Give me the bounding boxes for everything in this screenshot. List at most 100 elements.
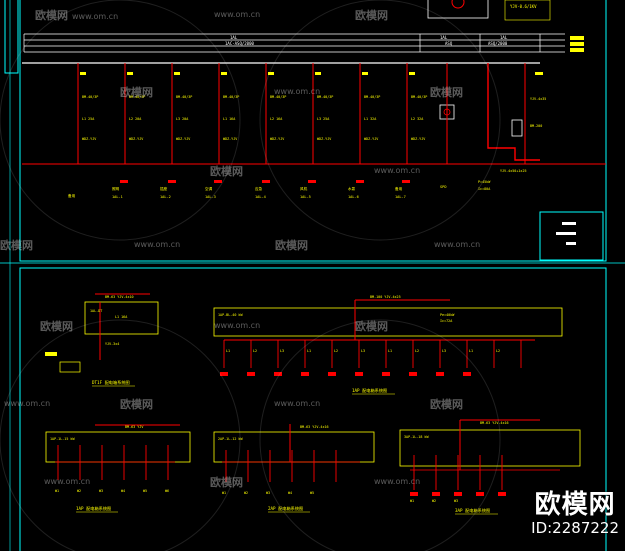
svg-text:L3: L3: [442, 349, 446, 353]
svg-text:1AL-4: 1AL-4: [255, 195, 266, 199]
svg-text:YJV-4x35: YJV-4x35: [530, 97, 546, 101]
svg-text:ASQ/2000: ASQ/2000: [488, 41, 508, 46]
svg-text:W4: W4: [288, 491, 292, 495]
svg-text:BM-63 YJV: BM-63 YJV: [125, 425, 143, 429]
svg-text:L2 32A: L2 32A: [411, 117, 423, 121]
svg-text:W2: W2: [432, 499, 436, 503]
svg-text:W5: W5: [143, 489, 147, 493]
svg-text:W1: W1: [410, 499, 414, 503]
svg-text:1AL-1: 1AL-1: [112, 195, 123, 199]
watermark-name: 欧模网: [430, 86, 463, 99]
watermark-url: www.om.cn: [214, 10, 261, 19]
watermark-url: www.om.cn: [274, 399, 321, 408]
svg-text:YJV-0.6/1KV: YJV-0.6/1KV: [510, 4, 537, 9]
bc-title: 2AP 配电箱系统图: [268, 505, 303, 512]
svg-text:SPD: SPD: [440, 185, 447, 189]
watermark: 欧模网: [430, 396, 463, 412]
watermark-name: 欧模网: [0, 239, 33, 252]
svg-text:BM-200: BM-200: [530, 124, 542, 128]
svg-text:风机: 风机: [300, 186, 308, 191]
svg-text:ASQ: ASQ: [445, 41, 453, 46]
watermark: 欧模网: [40, 318, 73, 334]
watermark: 欧模网: [120, 396, 153, 412]
svg-text:W2: W2: [77, 489, 81, 493]
svg-text:W3: W3: [266, 491, 270, 495]
watermark: 欧模网: [275, 237, 308, 253]
svg-text:BM-40/3P: BM-40/3P: [129, 95, 145, 99]
svg-text:1AL: 1AL: [230, 35, 238, 40]
watermark: www.om.cn: [270, 84, 320, 97]
svg-text:2AP-1L-12 kW: 2AP-1L-12 kW: [218, 437, 243, 441]
svg-text:L1 25A: L1 25A: [82, 117, 94, 121]
svg-text:L1: L1: [388, 349, 392, 353]
svg-text:L1: L1: [226, 349, 230, 353]
svg-text:W5: W5: [310, 491, 314, 495]
svg-text:L1 32A: L1 32A: [364, 117, 376, 121]
svg-text:BM-40/3P: BM-40/3P: [364, 95, 380, 99]
circuit-spec-labels: BM-40/3P L1 25A WDZ-YJV BM-40/3P L2 20A WDZ-…: [82, 95, 546, 191]
svg-text:W3: W3: [454, 499, 458, 503]
watermark-url: www.om.cn: [72, 12, 119, 21]
watermark-url: www.om.cn: [4, 399, 51, 408]
svg-text:L1: L1: [307, 349, 311, 353]
watermark: 欧模网: [0, 237, 33, 253]
watermark: www.om.cn: [430, 237, 480, 250]
watermark: www.om.cn: [270, 396, 320, 409]
svg-text:BM-40/3P: BM-40/3P: [317, 95, 333, 99]
svg-text:备用: 备用: [395, 186, 403, 191]
left-margin-strip: [4, 0, 19, 74]
svg-text:BM-40/3P: BM-40/3P: [176, 95, 192, 99]
brand-overlay: 欧模网 ID:2287222: [531, 484, 619, 537]
watermark: 欧模网: [120, 84, 153, 100]
svg-text:L2 20A: L2 20A: [129, 117, 141, 121]
svg-text:WDZ-YJV: WDZ-YJV: [129, 137, 143, 141]
svg-text:YJV-4x50+1x25: YJV-4x50+1x25: [500, 169, 527, 173]
svg-text:Pe=40kW: Pe=40kW: [440, 313, 455, 317]
svg-text:BM-63 YJV-4x16: BM-63 YJV-4x16: [300, 425, 329, 429]
svg-text:L2: L2: [496, 349, 500, 353]
breaker-marks: [80, 72, 543, 75]
svg-text:BM-100 YJV-4x25: BM-100 YJV-4x25: [370, 295, 401, 299]
svg-text:WDZ-YJV: WDZ-YJV: [411, 137, 425, 141]
svg-text:L2: L2: [415, 349, 419, 353]
svg-text:L2: L2: [253, 349, 257, 353]
svg-text:备用: 备用: [68, 193, 76, 198]
watermark-name: 欧模网: [355, 320, 388, 333]
watermark-name: 欧模网: [275, 239, 308, 252]
top-sheet-frame: [19, 0, 607, 262]
watermark-url: www.om.cn: [134, 240, 181, 249]
watermark-url: www.om.cn: [434, 240, 481, 249]
svg-text:WDZ-YJV: WDZ-YJV: [364, 137, 378, 141]
svg-text:BM-40/3P: BM-40/3P: [411, 95, 427, 99]
svg-text:插座: 插座: [160, 186, 168, 191]
svg-text:L3: L3: [280, 349, 284, 353]
ap1-title: 1AP 配电箱系统图: [352, 387, 387, 394]
brand-id: ID:2287222: [531, 519, 619, 537]
watermark: 欧模网: [430, 84, 463, 100]
svg-text:1AL-2: 1AL-2: [160, 195, 171, 199]
header-table: [23, 33, 565, 53]
watermark: www.om.cn: [210, 318, 260, 331]
watermark: www.om.cn: [0, 396, 50, 409]
svg-text:P=45kW: P=45kW: [478, 180, 491, 184]
svg-text:照明: 照明: [112, 186, 120, 191]
svg-text:BM-63 YJV-4x10: BM-63 YJV-4x10: [105, 295, 134, 299]
svg-text:YJV-3x4: YJV-3x4: [105, 342, 119, 346]
svg-text:L1 16A: L1 16A: [115, 315, 127, 319]
svg-text:BM-40/3P: BM-40/3P: [270, 95, 286, 99]
svg-text:WDZ-YJV: WDZ-YJV: [82, 137, 96, 141]
svg-text:水泵: 水泵: [348, 186, 356, 191]
watermark-url: www.om.cn: [374, 477, 421, 486]
transformer-box: [427, 0, 489, 19]
dt1f-box: [84, 301, 159, 335]
svg-text:应急: 应急: [255, 186, 263, 191]
ap1-box: [213, 307, 563, 337]
watermark: www.om.cn: [40, 474, 90, 487]
svg-text:W2: W2: [244, 491, 248, 495]
svg-text:WDZ-YJV: WDZ-YJV: [317, 137, 331, 141]
watermark-name: 欧模网: [35, 9, 68, 22]
watermark: www.om.cn: [370, 474, 420, 487]
bottom-sheet-frame: [19, 267, 607, 551]
svg-text:1AC-ASQ/2000: 1AC-ASQ/2000: [225, 41, 254, 46]
